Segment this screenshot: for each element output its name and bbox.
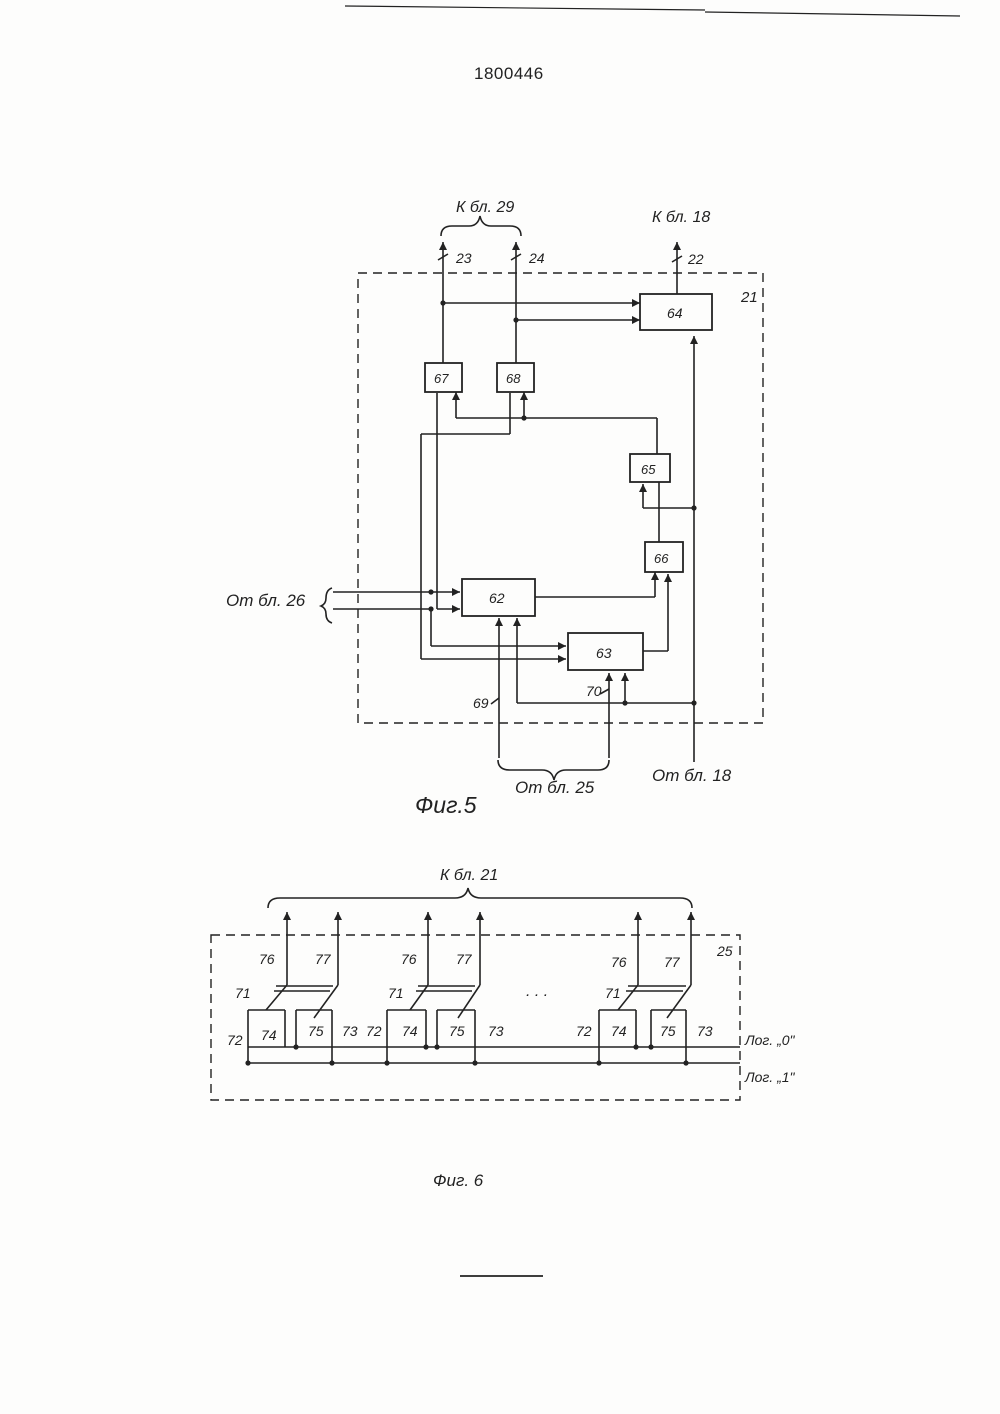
block-21-frame xyxy=(358,273,763,723)
cell-label-73: 73 xyxy=(488,1023,504,1039)
cell-label-76: 76 xyxy=(259,951,275,967)
header-rules xyxy=(345,6,960,16)
line-22-label: 22 xyxy=(687,251,704,267)
block-64-inputs xyxy=(440,300,640,322)
signal-from-block-18 xyxy=(691,336,696,762)
cell-label-76: 76 xyxy=(401,951,417,967)
line-69-label: 69 xyxy=(473,695,489,711)
brace-to-block-29 xyxy=(441,216,521,236)
cell-label-75: 75 xyxy=(308,1023,324,1039)
to-block-29-label: К бл. 29 xyxy=(456,199,514,216)
cell-label-71: 71 xyxy=(605,985,621,1001)
cell-label-76: 76 xyxy=(611,954,627,970)
line-23-label: 23 xyxy=(455,250,472,266)
brace-to-block-21 xyxy=(268,888,692,908)
block-64: 64 xyxy=(640,294,712,330)
figure-5: 21 К бл. 29 К бл. 18 23 24 22 xyxy=(226,199,763,818)
cell-label-71: 71 xyxy=(388,985,404,1001)
block-63: 63 xyxy=(568,633,643,670)
block-67: 67 xyxy=(425,363,462,392)
cell-label-75: 75 xyxy=(660,1023,676,1039)
cell-label-71: 71 xyxy=(235,985,251,1001)
cell-label-77: 77 xyxy=(315,951,332,967)
cell-label-72: 72 xyxy=(227,1032,243,1048)
block-63-label: 63 xyxy=(596,645,612,661)
block-66: 66 xyxy=(645,542,683,572)
ellipsis: . . . xyxy=(526,983,548,1000)
block-66-label: 66 xyxy=(654,551,669,566)
figure-6-caption: Фиг. 6 xyxy=(433,1171,484,1190)
frame-label-21: 21 xyxy=(740,289,758,306)
from-block-26-label: От бл. 26 xyxy=(226,591,306,610)
line-24-label: 24 xyxy=(528,250,545,266)
from-block-25-label: От бл. 25 xyxy=(515,778,595,797)
logic-0-label: Лог. „0" xyxy=(744,1032,796,1048)
cell-label-72: 72 xyxy=(576,1023,592,1039)
block-68: 68 xyxy=(497,363,534,392)
cell-label-73: 73 xyxy=(342,1023,358,1039)
logic-1-label: Лог. „1" xyxy=(744,1069,796,1085)
cell-label-77: 77 xyxy=(456,951,473,967)
to-block-18-label: К бл. 18 xyxy=(652,209,710,226)
logic-buses xyxy=(248,1047,740,1063)
cell-label-75: 75 xyxy=(449,1023,465,1039)
cell-label-74: 74 xyxy=(611,1023,627,1039)
inputs-from-block-26 xyxy=(321,588,460,623)
to-block-21-label: К бл. 21 xyxy=(440,867,498,884)
cell-label-74: 74 xyxy=(402,1023,418,1039)
cell-label-77: 77 xyxy=(664,954,681,970)
from-block-18-label: От бл. 18 xyxy=(652,766,732,785)
figure-5-caption: Фиг.5 xyxy=(415,792,477,818)
block-65: 65 xyxy=(630,454,670,482)
block-67-label: 67 xyxy=(434,371,449,386)
block-68-label: 68 xyxy=(506,371,521,386)
block-65-label: 65 xyxy=(641,462,656,477)
blocks-65-66-wiring xyxy=(521,415,694,651)
line-70-label: 70 xyxy=(586,683,602,699)
cell-label-74: 74 xyxy=(261,1027,277,1043)
block-62: 62 xyxy=(462,579,535,616)
cell-label-73: 73 xyxy=(697,1023,713,1039)
figure-6: 25 К бл. 21 . . . Лог. „0" Лог. „1" xyxy=(211,867,796,1190)
cell-label-72: 72 xyxy=(366,1023,382,1039)
frame-label-25: 25 xyxy=(716,943,733,959)
block-62-label: 62 xyxy=(489,590,505,606)
blocks-67-68-wiring xyxy=(421,392,566,659)
block-64-label: 64 xyxy=(667,305,683,321)
